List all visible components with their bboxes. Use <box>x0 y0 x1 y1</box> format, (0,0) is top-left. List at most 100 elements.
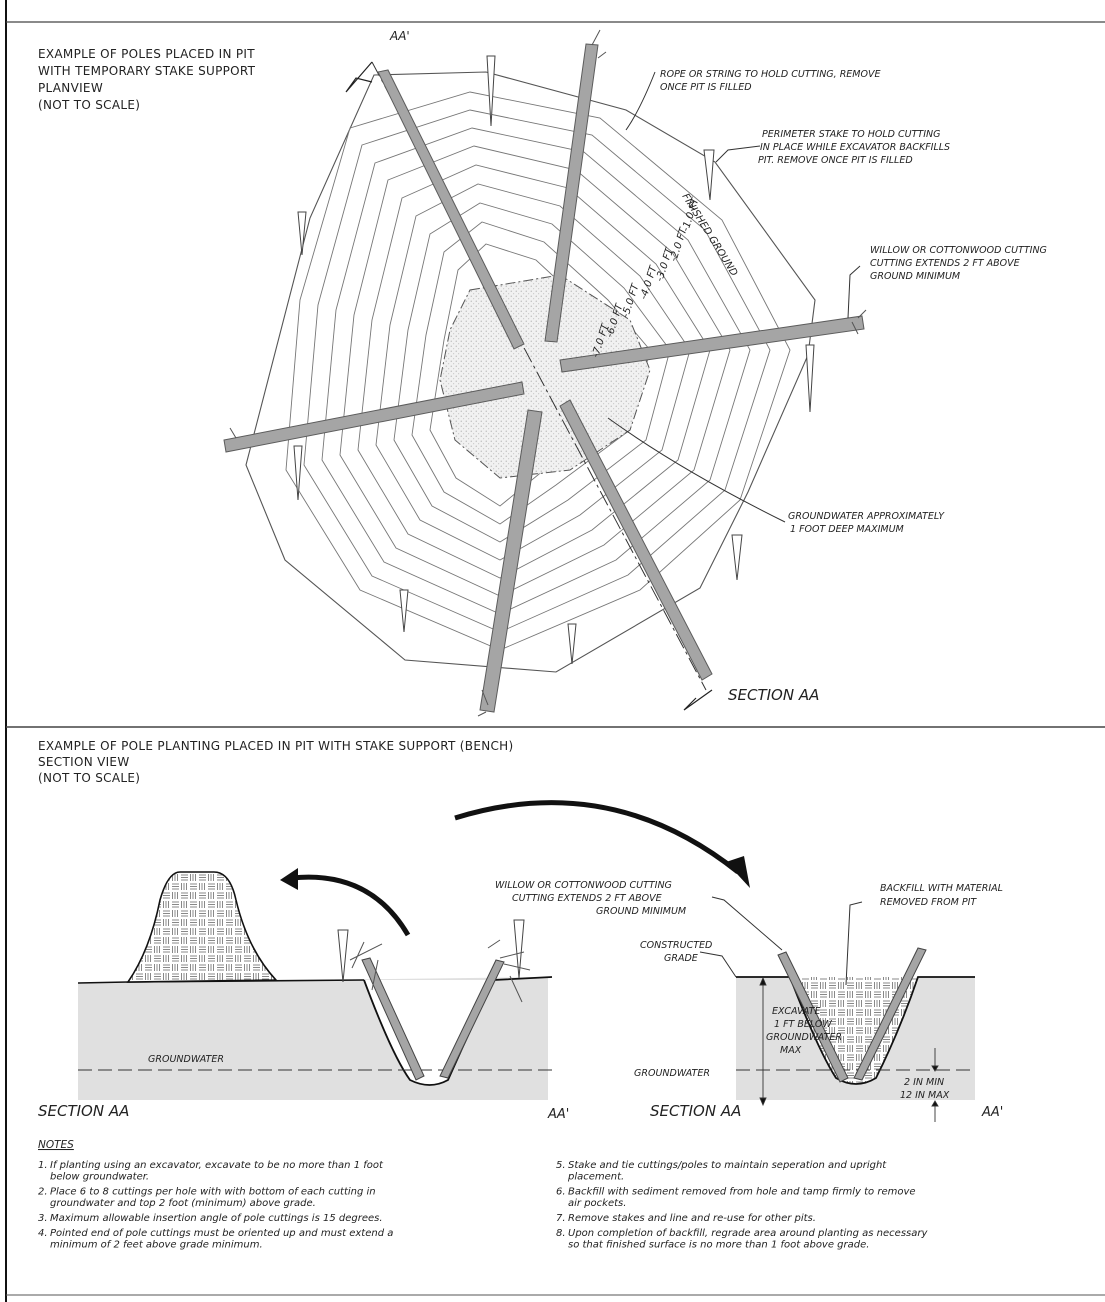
right-excavate-line-2: 1 FT BELOW <box>774 1019 832 1030</box>
note-line: Pointed end of pole cuttings must be ori… <box>50 1228 393 1239</box>
callout-willow-plan: WILLOW OR COTTONWOOD CUTTING CUTTING EXT… <box>847 245 1047 319</box>
callout-rope-line-1: ROPE OR STRING TO HOLD CUTTING, REMOVE <box>660 69 880 80</box>
note-number: 3. <box>38 1213 48 1224</box>
left-stake-1 <box>337 929 349 983</box>
callout-willow-line-3: GROUND MINIMUM <box>870 271 960 282</box>
section-left-soil <box>77 976 553 1100</box>
section-marker-bottom: SECTION AA <box>728 686 819 704</box>
pole-cutting-3 <box>559 315 865 373</box>
groundwater-zone <box>439 274 651 479</box>
right-groundwater-label: GROUNDWATER <box>634 1068 710 1079</box>
contour-labels: FINISHED GROUND -1.0 FT -2.0 FT -3.0 FT … <box>590 192 739 359</box>
note-line: so that finished surface is no more than… <box>568 1240 869 1251</box>
spoil-pile <box>126 871 278 983</box>
planview-title-line-1: EXAMPLE OF POLES PLACED IN PIT <box>38 47 255 61</box>
pole-cutting-2 <box>544 43 599 343</box>
left-pole-2 <box>439 959 505 1079</box>
spoil-arrow <box>291 874 411 937</box>
right-excavate-line-1: EXCAVATE <box>772 1006 820 1017</box>
notes-left-column: 1.If planting using an excavator, excava… <box>38 1160 393 1251</box>
callout-willow-line-1: WILLOW OR COTTONWOOD CUTTING <box>870 245 1047 256</box>
right-grade-line-1: CONSTRUCTED <box>640 940 712 951</box>
callout-stake: PERIMETER STAKE TO HOLD CUTTING IN PLACE… <box>715 129 950 166</box>
stake-5 <box>293 445 303 501</box>
note-number: 2. <box>38 1187 48 1198</box>
notes-heading: NOTES <box>38 1139 74 1151</box>
note-line: Stake and tie cuttings/poles to maintain… <box>568 1160 887 1171</box>
stake-1 <box>486 55 496 127</box>
right-backfill-line-1: BACKFILL WITH MATERIAL <box>880 883 1003 894</box>
right-grade-line-2: GRADE <box>664 953 698 964</box>
transfer-arrow-top <box>454 800 740 874</box>
contour-label-3: -3.0 FT <box>654 246 675 283</box>
note-number: 7. <box>556 1213 566 1224</box>
pole-cuttings <box>223 29 867 717</box>
right-section-label: SECTION AA <box>650 1102 741 1120</box>
section-title-line-3: (NOT TO SCALE) <box>38 771 140 785</box>
left-groundwater-label: GROUNDWATER <box>148 1054 224 1065</box>
section-title: EXAMPLE OF POLE PLANTING PLACED IN PIT W… <box>38 739 513 785</box>
left-stake-2 <box>513 919 525 979</box>
note-line: groundwater and top 2 foot (minimum) abo… <box>50 1198 316 1209</box>
right-excavate-line-3: GROUNDWATER <box>766 1032 842 1043</box>
right-willow-line-1: WILLOW OR COTTONWOOD CUTTING <box>495 880 672 891</box>
note-line: Backfill with sediment removed from hole… <box>568 1187 916 1198</box>
note-number: 5. <box>556 1160 566 1171</box>
callout-groundwater-plan: GROUNDWATER APPROXIMATELY 1 FOOT DEEP MA… <box>607 417 945 535</box>
section-arrow-bottom <box>683 689 713 711</box>
right-section-marker: AA' <box>981 1105 1003 1120</box>
pole-cutting-4 <box>223 381 525 453</box>
stake-4 <box>805 344 815 413</box>
note-line: placement. <box>567 1172 624 1183</box>
callout-groundwater-line-2: 1 FOOT DEEP MAXIMUM <box>790 524 904 535</box>
right-pole-2 <box>853 947 927 1081</box>
note-line: below groundwater. <box>50 1172 149 1183</box>
callout-stake-line-2: IN PLACE WHILE EXCAVATOR BACKFILLS <box>760 142 950 153</box>
right-pole-1 <box>777 951 849 1083</box>
callout-rope: ROPE OR STRING TO HOLD CUTTING, REMOVE O… <box>625 69 880 131</box>
rope-perimeter <box>245 71 816 673</box>
stake-3 <box>703 149 715 201</box>
right-dimensions <box>759 976 939 1122</box>
sheet-frame <box>5 0 1105 1302</box>
section-right-soil <box>736 976 975 1100</box>
section-left-poles <box>337 919 531 1081</box>
note-number: 8. <box>556 1228 566 1239</box>
callout-rope-line-2: ONCE PIT IS FILLED <box>660 82 752 93</box>
note-line: minimum of 2 feet above grade minimum. <box>50 1240 263 1251</box>
right-depth-line-1: 2 IN MIN <box>904 1077 944 1088</box>
note-number: 1. <box>38 1160 48 1171</box>
note-number: 6. <box>556 1187 566 1198</box>
note-line: Maximum allowable insertion angle of pol… <box>50 1213 383 1224</box>
section-title-line-2: SECTION VIEW <box>38 755 129 769</box>
right-callout-leaders <box>699 896 863 986</box>
callout-stake-line-3: PIT. REMOVE ONCE PIT IS FILLED <box>758 155 913 166</box>
note-line: Place 6 to 8 cuttings per hole with with… <box>50 1187 376 1198</box>
note-number: 4. <box>38 1228 48 1239</box>
right-willow-line-3: GROUND MINIMUM <box>596 906 686 917</box>
note-line: If planting using an excavator, excavate… <box>50 1160 384 1171</box>
contour-label-4: -4.0 FT <box>638 264 659 301</box>
left-section-marker: AA' <box>547 1107 569 1122</box>
left-pole-1 <box>361 957 425 1081</box>
section-title-line-1: EXAMPLE OF POLE PLANTING PLACED IN PIT W… <box>38 739 513 753</box>
pole-cutting-1 <box>377 69 525 350</box>
stake-6 <box>731 534 743 581</box>
right-depth-line-2: 12 IN MAX <box>900 1090 950 1101</box>
right-willow-line-2: CUTTING EXTENDS 2 FT ABOVE <box>512 893 662 904</box>
pole-cutting-6 <box>559 399 713 681</box>
stake-7 <box>399 589 409 633</box>
perimeter-stakes <box>293 55 815 665</box>
planview-title-line-4: (NOT TO SCALE) <box>38 98 140 112</box>
planview-title-line-2: WITH TEMPORARY STAKE SUPPORT <box>38 64 256 78</box>
planview-title: EXAMPLE OF POLES PLACED IN PIT WITH TEMP… <box>38 47 256 112</box>
note-line: Remove stakes and line and re-use for ot… <box>568 1213 816 1224</box>
notes-right-column: 5.Stake and tie cuttings/poles to mainta… <box>556 1160 928 1251</box>
note-line: air pockets. <box>568 1198 626 1209</box>
right-backfill-line-2: REMOVED FROM PIT <box>880 897 977 908</box>
callout-groundwater-line-1: GROUNDWATER APPROXIMATELY <box>788 511 945 522</box>
left-section-label: SECTION AA <box>38 1102 129 1120</box>
section-right-poles <box>777 947 927 1083</box>
section-marker-top: AA' <box>389 29 410 43</box>
